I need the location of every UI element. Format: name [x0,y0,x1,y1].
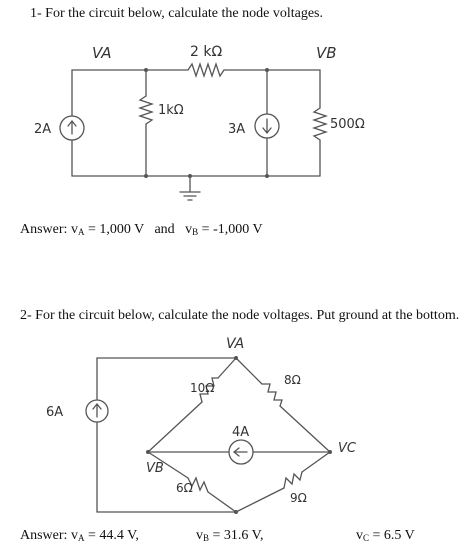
problem2-answer-b: vB = 31.6 V, [196,528,263,546]
answer2-vb-symbol: v [196,528,203,543]
c2-label-vc: VC [338,441,357,456]
c2-label-r-left-bot: 6Ω [176,481,193,495]
answer2-vb-value: = 31.6 V, [212,528,264,543]
problem2-answer-a: Answer: vA = 44.4 V, [20,528,139,546]
c2-label-va: VA [226,336,244,352]
problem1-prompt: 1- For the circuit below, calculate the … [30,6,323,21]
c2-label-src-mid: 4A [232,425,249,440]
answer1-va-sub: A [77,227,85,237]
answer2-va-sub: A [77,533,85,543]
answer2-vc-symbol: v [356,528,363,543]
c1-label-vb: VB [316,44,337,62]
c2-label-r-left-top: 10Ω [190,381,214,395]
c2-label-r-right-bot: 9Ω [290,491,307,505]
problem1-answer: Answer: vA = 1,000 V and vB = -1,000 V [20,222,263,240]
answer2-va-symbol: v [70,528,78,543]
c2-label-vb: VB [146,461,164,476]
problem2-answer-c: vC = 6.5 V [356,528,415,546]
answer2-vc-sub: C [363,533,370,543]
answer1-va-value: = 1,000 V [87,222,144,237]
c2-label-src-left: 6A [46,405,63,420]
problem2-prompt: 2- For the circuit below, calculate the … [20,308,460,323]
answer1-and: and [154,222,175,237]
c1-label-va: VA [92,44,112,62]
answer1-va-symbol: v [70,222,78,237]
c1-label-src-mid: 3A [228,122,245,137]
c1-label-src-left: 2A [34,122,51,137]
c1-label-r-mid: 1kΩ [158,103,184,118]
c1-label-r-right: 500Ω [330,117,365,132]
answer1-vb-sub: B [192,227,199,237]
answer2-vb-sub: B [203,533,210,543]
answer1-prefix: Answer: [20,222,68,237]
answer1-vb-symbol: v [185,222,193,237]
c1-label-r-top: 2 kΩ [190,44,222,60]
answer2-prefix: Answer: [20,528,68,543]
answer2-vc-value: = 6.5 V [372,528,415,543]
answer1-vb-value: = -1,000 V [201,222,263,237]
answer2-va-value: = 44.4 V, [87,528,139,543]
c2-label-r-right-top: 8Ω [284,373,301,387]
